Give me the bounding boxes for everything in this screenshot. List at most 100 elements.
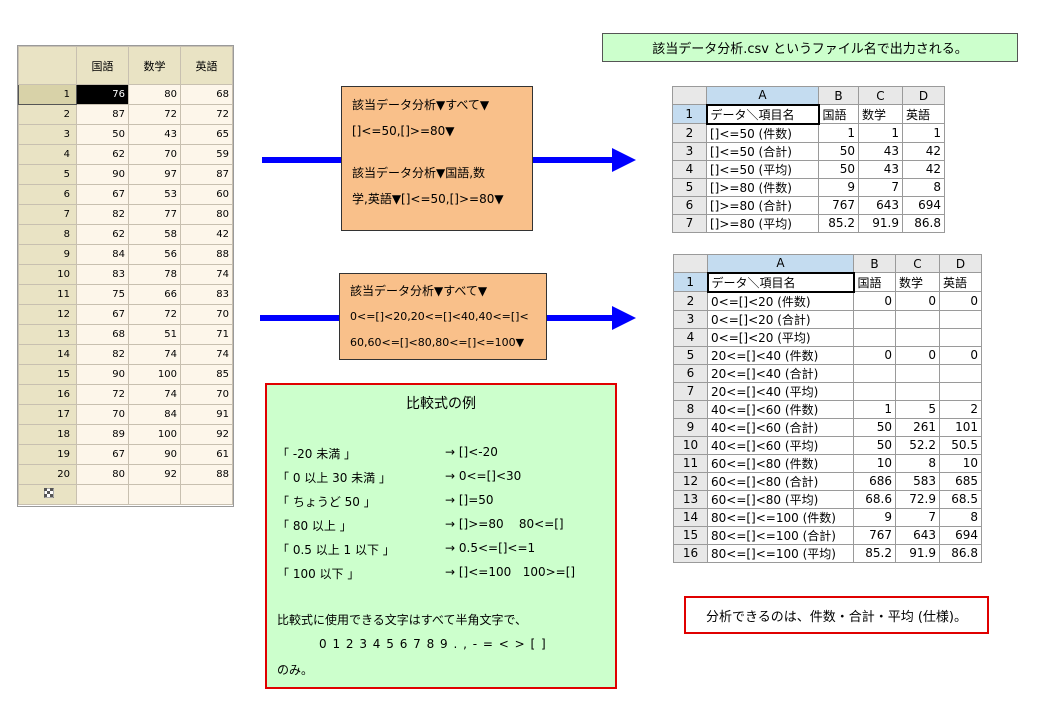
grid-row-number[interactable]: 4 [18,144,77,165]
grid-cell[interactable]: 62 [76,144,129,165]
sheet-cell[interactable]: 50 [853,435,896,455]
sheet-cell[interactable]: 60<=[]<80 (件数) [707,453,854,473]
sheet-cell[interactable]: 0 [853,291,896,311]
grid-cell[interactable] [180,484,233,505]
grid-header-kokugo[interactable]: 国語 [76,46,129,85]
sheet-column-header[interactable]: C [858,86,903,105]
sheet-row-number[interactable]: 1 [672,104,707,124]
sheet-cell[interactable]: 43 [858,159,903,179]
sheet-cell[interactable]: []>=80 (件数) [706,177,819,197]
grid-row-number[interactable]: 3 [18,124,77,145]
grid-cell[interactable]: 67 [76,184,129,205]
sheet-cell[interactable]: 583 [895,471,940,491]
grid-cell[interactable]: 80 [128,84,181,105]
sheet-cell[interactable]: 694 [902,195,945,215]
sheet-cell[interactable]: 0 [895,291,940,311]
sheet-cell[interactable]: 8 [939,507,982,527]
sheet-cell[interactable]: 40<=[]<60 (件数) [707,399,854,419]
sheet-cell[interactable]: 43 [858,141,903,161]
sheet-cell[interactable]: 10 [853,453,896,473]
sheet-row-number[interactable]: 6 [672,195,707,215]
sheet-cell[interactable]: 91.9 [895,543,940,563]
grid-cell[interactable]: 53 [128,184,181,205]
sheet-cell[interactable]: 40<=[]<60 (平均) [707,435,854,455]
grid-row-number[interactable]: 2 [18,104,77,125]
grid-cell[interactable]: 70 [180,384,233,405]
sheet-cell[interactable]: 国語 [853,272,896,292]
sheet-cell[interactable] [853,381,896,401]
sheet-cell[interactable]: 68.5 [939,489,982,509]
grid-cell[interactable]: 67 [76,444,129,465]
sheet-row-number[interactable]: 11 [673,453,708,473]
grid-cell[interactable]: 83 [180,284,233,305]
sheet-row-number[interactable]: 3 [673,309,708,329]
sheet-cell[interactable] [939,309,982,329]
grid-cell[interactable]: 42 [180,224,233,245]
sheet-column-header[interactable]: B [853,254,896,273]
sheet-cell[interactable]: 1 [902,123,945,143]
sheet-cell[interactable]: 86.8 [902,213,945,233]
sheet-cell[interactable]: 7 [895,507,940,527]
grid-cell[interactable]: 43 [128,124,181,145]
grid-cell[interactable]: 56 [128,244,181,265]
sheet-row-number[interactable]: 5 [672,177,707,197]
sheet-cell[interactable]: 1 [858,123,903,143]
grid-cell[interactable] [128,484,181,505]
grid-cell[interactable]: 72 [128,104,181,125]
grid-row-number[interactable]: 14 [18,344,77,365]
sheet-cell[interactable]: 7 [858,177,903,197]
grid-cell[interactable]: 85 [180,364,233,385]
sheet-cell[interactable]: 42 [902,141,945,161]
grid-icon[interactable] [18,484,77,505]
sheet-cell[interactable]: 20<=[]<40 (平均) [707,381,854,401]
sheet-cell[interactable]: 85.2 [853,543,896,563]
sheet-cell[interactable] [895,381,940,401]
grid-cell[interactable]: 80 [76,464,129,485]
grid-row-number[interactable]: 6 [18,184,77,205]
sheet-cell[interactable]: 0 [939,291,982,311]
sheet-cell[interactable] [895,327,940,347]
sheet-row-number[interactable]: 16 [673,543,708,563]
sheet-column-header[interactable]: A [707,254,854,273]
sheet-cell[interactable] [853,309,896,329]
sheet-column-header[interactable]: D [939,254,982,273]
sheet-cell[interactable]: データ＼項目名 [705,103,820,125]
grid-cell[interactable]: 75 [76,284,129,305]
grid-header-eigo[interactable]: 英語 [180,46,233,85]
grid-row-number[interactable]: 12 [18,304,77,325]
grid-cell[interactable]: 68 [76,324,129,345]
sheet-row-number[interactable]: 2 [672,123,707,143]
grid-cell[interactable]: 92 [180,424,233,445]
sheet-row-number[interactable]: 10 [673,435,708,455]
sheet-cell[interactable]: 72.9 [895,489,940,509]
sheet-row-number[interactable]: 13 [673,489,708,509]
grid-cell[interactable]: 62 [76,224,129,245]
sheet-corner[interactable] [673,254,708,273]
sheet-row-number[interactable]: 2 [673,291,708,311]
sheet-cell[interactable]: 50 [853,417,896,437]
sheet-cell[interactable]: 101 [939,417,982,437]
sheet-cell[interactable]: 0<=[]<20 (件数) [707,291,854,311]
sheet-cell[interactable]: []>=80 (平均) [706,213,819,233]
grid-cell[interactable]: 83 [76,264,129,285]
sheet-cell[interactable]: 国語 [818,104,859,124]
sheet-cell[interactable]: 10 [939,453,982,473]
grid-cell[interactable]: 74 [128,384,181,405]
sheet-cell[interactable]: []>=80 (合計) [706,195,819,215]
sheet-cell[interactable]: 2 [939,399,982,419]
grid-cell[interactable]: 70 [76,404,129,425]
grid-new-row[interactable] [18,484,233,505]
grid-row-number[interactable]: 7 [18,204,77,225]
grid-cell[interactable]: 60 [180,184,233,205]
sheet-cell[interactable]: 8 [902,177,945,197]
sheet-cell[interactable]: 英語 [939,272,982,292]
sheet-cell[interactable]: 85.2 [818,213,859,233]
